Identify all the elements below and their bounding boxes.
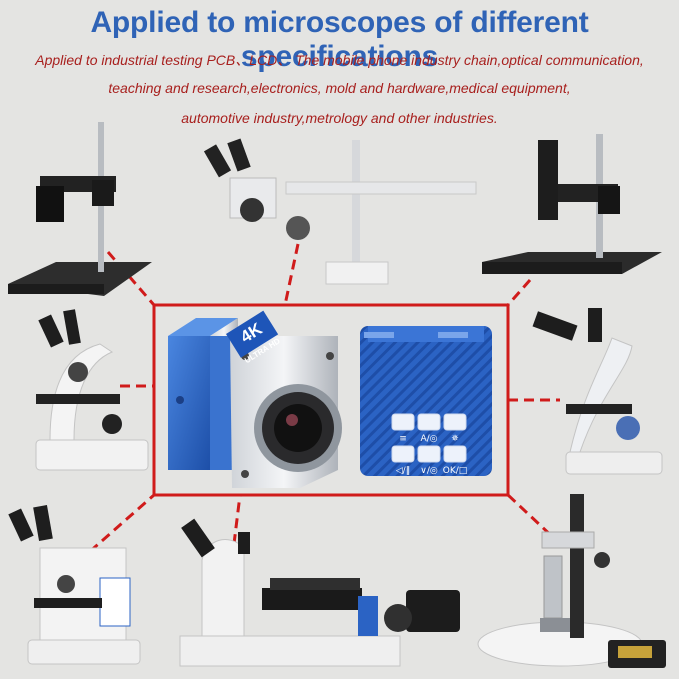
key-label-menu: ≡ [399,434,407,444]
description-line-3: automotive industry,metrology and other … [181,110,498,126]
microscope-metallurgical-icon [8,505,141,665]
microscope-stereo-boom-icon [203,138,477,285]
camera-right-icon: ≡ A/◎ ✵ ◁/‖ ∨/◎ OK/□ [360,326,492,476]
key-label-light: ✵ [451,434,459,444]
page-title: Applied to microscopes of different spec… [90,6,589,73]
microscope-focus-stand-icon [482,134,662,274]
keypad [391,413,467,463]
microscope-inverted-icon [179,518,460,667]
microscope-biological-right-icon [532,308,663,475]
key-label-down: ∨/◎ [420,466,438,476]
microscope-biological-left-icon [35,309,149,471]
description-line-1: Applied to industrial testing PCB、LCD、 T… [35,52,644,68]
key-label-auto: A/◎ [420,434,437,444]
microscope-measuring-stand-icon [477,494,666,668]
key-label-left: ◁/‖ [396,466,410,476]
camera-frame [152,303,510,497]
camera-left-icon: 4K ULTRA HD [168,310,342,488]
key-label-ok: OK/□ [443,466,468,476]
description-line-2: teaching and research,electronics, mold … [108,80,571,96]
microscope-boom-stand-icon [8,122,152,296]
